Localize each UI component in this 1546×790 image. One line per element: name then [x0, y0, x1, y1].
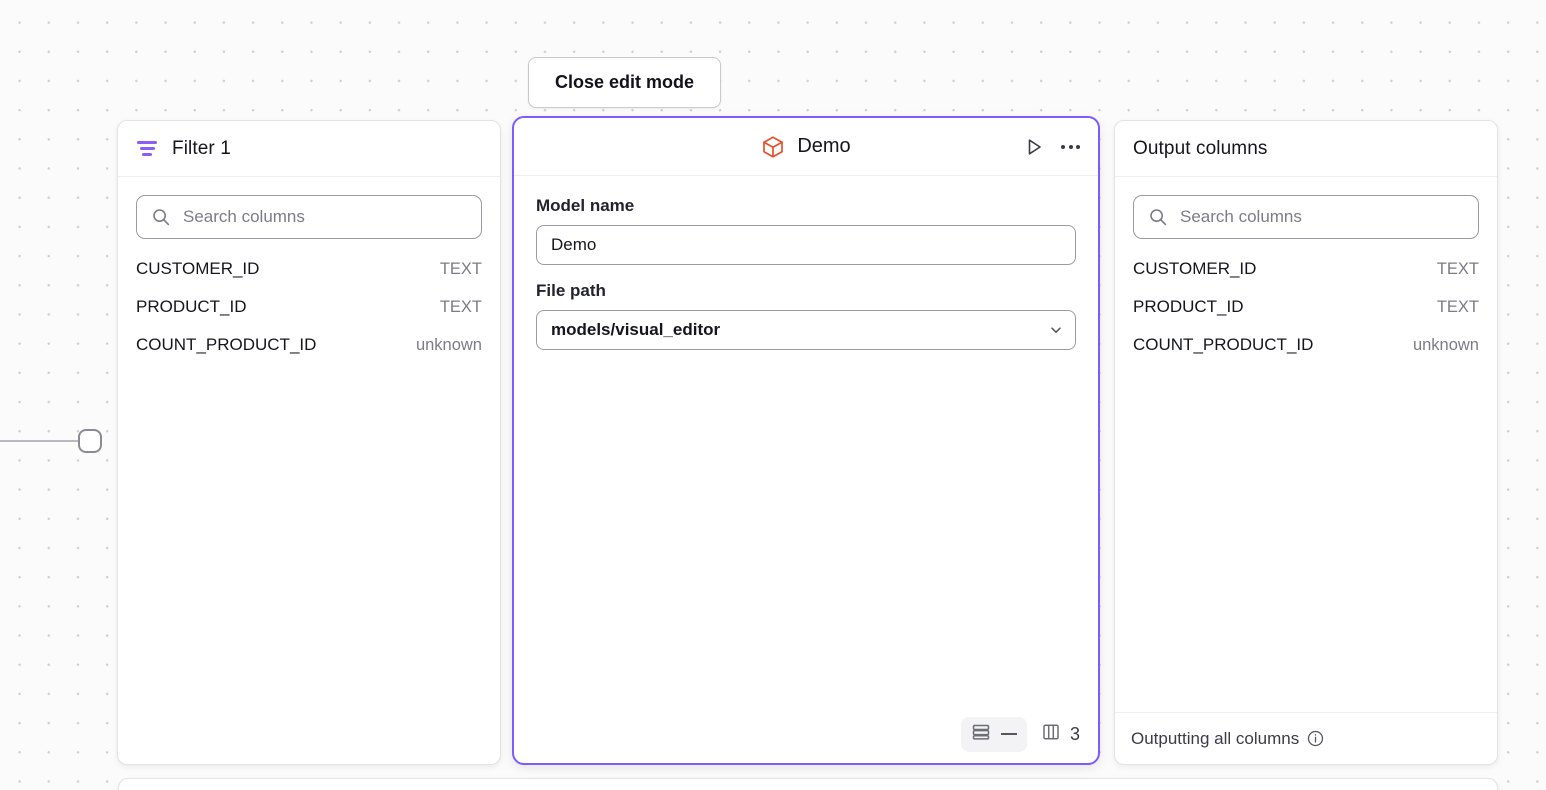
rows-value [1000, 733, 1017, 735]
play-icon[interactable] [1023, 136, 1045, 158]
column-name: CUSTOMER_ID [136, 259, 260, 278]
column-name: CUSTOMER_ID [1133, 259, 1257, 278]
column-name: PRODUCT_ID [136, 297, 247, 316]
output-panel-title: Output columns [1133, 137, 1268, 159]
output-panel-header: Output columns [1115, 121, 1497, 177]
model-name-label: Model name [536, 196, 635, 215]
connector-handle[interactable] [78, 429, 102, 453]
model-panel-actions [1023, 136, 1082, 158]
bottom-panel-partial [118, 778, 1498, 790]
table-row[interactable]: PRODUCT_ID TEXT [1133, 297, 1479, 335]
filter-panel: Filter 1 CUSTOMER_ID TEXT PRODUCT_ID TEX… [117, 120, 501, 765]
model-panel: Demo Model name File path models/visual_… [512, 116, 1100, 765]
column-type: TEXT [1436, 260, 1479, 278]
search-icon [1149, 208, 1167, 226]
rows-icon [971, 722, 991, 747]
more-horizontal-icon[interactable] [1059, 139, 1082, 155]
filter-icon [136, 141, 158, 156]
model-panel-footer: 3 [514, 709, 1098, 763]
columns-icon [1041, 722, 1061, 747]
filter-panel-body: CUSTOMER_ID TEXT PRODUCT_ID TEXT COUNT_P… [118, 177, 500, 764]
model-panel-title: Demo [797, 135, 851, 157]
chevron-down-icon [1049, 323, 1063, 337]
close-edit-mode-button[interactable]: Close edit mode [528, 57, 721, 108]
output-panel-footer: Outputting all columns [1115, 712, 1497, 764]
file-path-label: File path [536, 281, 606, 300]
output-search-input[interactable] [1180, 207, 1478, 227]
search-icon [152, 208, 170, 226]
table-row[interactable]: COUNT_PRODUCT_ID unknown [136, 335, 482, 373]
model-panel-title-group: Demo [761, 135, 851, 159]
column-type: TEXT [439, 260, 482, 278]
columns-indicator[interactable]: 3 [1041, 722, 1080, 747]
filter-column-list: CUSTOMER_ID TEXT PRODUCT_ID TEXT COUNT_P… [136, 259, 482, 373]
output-footer-text: Outputting all columns [1131, 728, 1300, 748]
table-row[interactable]: CUSTOMER_ID TEXT [136, 259, 482, 297]
column-type: unknown [415, 336, 482, 354]
output-search-box[interactable] [1133, 195, 1479, 239]
output-panel-body: CUSTOMER_ID TEXT PRODUCT_ID TEXT COUNT_P… [1115, 177, 1497, 712]
table-row[interactable]: COUNT_PRODUCT_ID unknown [1133, 335, 1479, 373]
connector-edge [0, 440, 80, 442]
filter-search-box[interactable] [136, 195, 482, 239]
filter-search-input[interactable] [183, 207, 481, 227]
column-name: PRODUCT_ID [1133, 297, 1244, 316]
columns-count: 3 [1069, 723, 1080, 744]
filter-panel-title: Filter 1 [172, 137, 231, 159]
output-columns-panel: Output columns CUSTOMER_ID TEXT PRODUCT_… [1114, 120, 1498, 765]
column-type: TEXT [1436, 298, 1479, 316]
column-name: COUNT_PRODUCT_ID [136, 335, 317, 354]
cube-icon [761, 135, 785, 159]
column-name: COUNT_PRODUCT_ID [1133, 335, 1314, 354]
column-type: TEXT [439, 298, 482, 316]
table-row[interactable]: CUSTOMER_ID TEXT [1133, 259, 1479, 297]
file-path-select-wrap: models/visual_editor [536, 310, 1076, 350]
column-type: unknown [1412, 336, 1479, 354]
output-column-list: CUSTOMER_ID TEXT PRODUCT_ID TEXT COUNT_P… [1133, 259, 1479, 373]
info-icon[interactable] [1307, 730, 1324, 747]
filter-panel-header: Filter 1 [118, 121, 500, 177]
model-name-input[interactable] [536, 225, 1076, 265]
table-row[interactable]: PRODUCT_ID TEXT [136, 297, 482, 335]
model-panel-body: Model name File path models/visual_edito… [514, 176, 1098, 709]
file-path-select[interactable]: models/visual_editor [536, 310, 1076, 350]
model-panel-header: Demo [514, 118, 1098, 176]
rows-indicator[interactable] [960, 716, 1027, 752]
